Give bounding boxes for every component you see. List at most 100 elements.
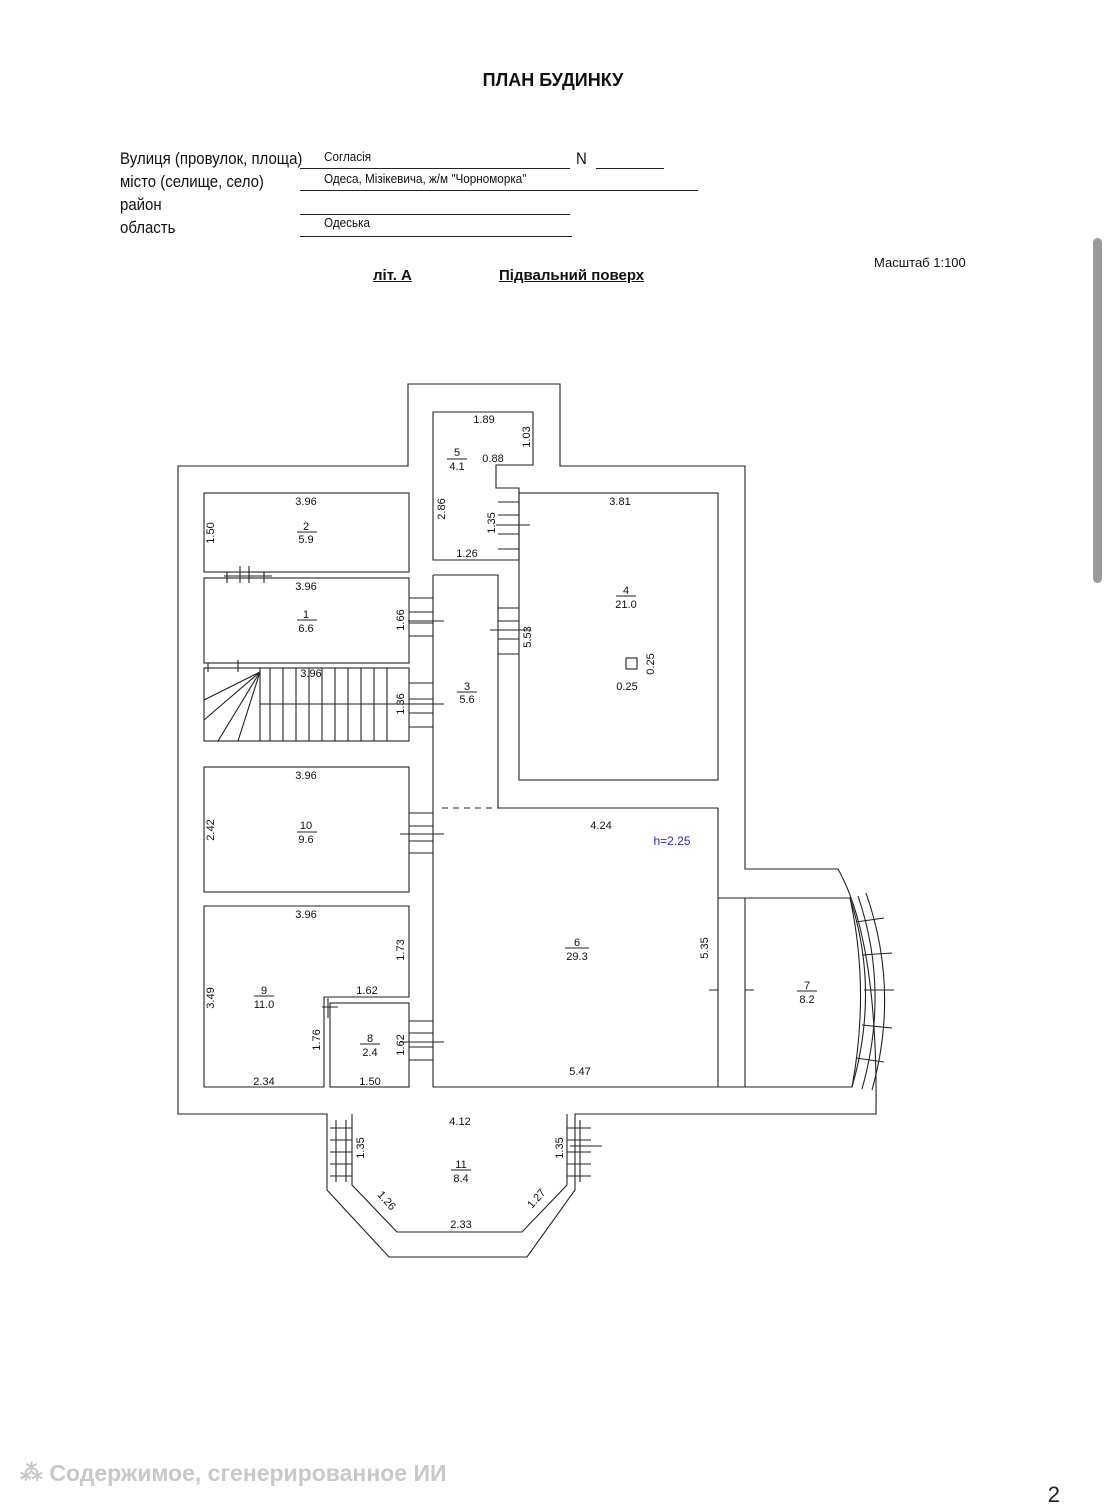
bay-window-tick-1	[855, 917, 885, 923]
room-10-number: 10	[300, 820, 312, 832]
floor-label: Підвальний поверх	[499, 267, 645, 284]
room-8-outline	[329, 1002, 410, 1088]
outer-wall	[177, 383, 877, 1258]
dim-r8-left: 1.76	[311, 1029, 323, 1050]
bay-window-arc-3	[865, 892, 886, 1091]
dim-r9-right: 1.73	[395, 939, 407, 960]
bay-window-tick-4	[861, 1024, 893, 1029]
dim-r5-top: 1.89	[473, 414, 494, 426]
dim-r5-bottom: 1.26	[456, 548, 477, 560]
room-2-area: 5.9	[298, 534, 313, 546]
dim-r5-inner: 0.88	[482, 453, 503, 465]
district-underline	[300, 214, 570, 215]
number-underline	[596, 168, 664, 169]
room-9-number: 9	[261, 985, 267, 997]
page-number: 2	[1047, 1482, 1060, 1507]
dim-r6-bottom: 5.47	[569, 1066, 590, 1078]
scrollbar[interactable]	[1093, 238, 1102, 583]
dim-r4-col-h: 0.25	[645, 653, 657, 674]
street-underline	[300, 168, 570, 169]
dim-r8-bottom: 1.50	[359, 1076, 380, 1088]
dim-r9-bottom: 2.34	[253, 1076, 274, 1088]
number-label: N	[576, 149, 587, 168]
dim-r4-top: 3.81	[609, 496, 630, 508]
room-2-outline	[203, 492, 410, 573]
room-11-outline	[351, 1114, 568, 1233]
room-7-outline	[744, 897, 862, 1088]
city-value: Одеса, Мізікевича, ж/м "Чорноморка"	[324, 171, 527, 186]
dim-r11-right: 1.35	[554, 1137, 566, 1158]
sparkle-icon: ⁂	[20, 1460, 43, 1486]
room-10-area: 9.6	[298, 834, 313, 846]
dim-r2-top: 3.96	[295, 496, 316, 508]
room-3-number: 3	[464, 681, 470, 693]
room-9-area: 11.0	[254, 999, 275, 1011]
dim-r6-top: 4.24	[590, 820, 611, 832]
document-title: ПЛАН БУДИНКУ	[482, 70, 624, 90]
dim-r10-top: 3.96	[295, 770, 316, 782]
dim-r2-left: 1.50	[205, 522, 217, 543]
ai-content-footer: ⁂ Содержимое, сгенерированное ИИ	[20, 1460, 447, 1487]
city-underline	[300, 190, 698, 191]
room-5-area: 4.1	[449, 461, 464, 473]
room-2-number: 2	[303, 521, 309, 533]
dim-r1-right: 1.66	[395, 609, 407, 630]
region-underline	[300, 236, 572, 237]
room-11-number: 11	[455, 1159, 466, 1171]
dim-r11-diag-left: 1.26	[375, 1189, 398, 1213]
dim-r5-mid: 1.35	[486, 512, 498, 533]
bay-window-arc-1	[849, 897, 867, 1088]
dim-stair-right: 1.36	[395, 693, 407, 714]
room-3-area: 5.6	[459, 694, 474, 706]
dim-r5-left: 2.86	[436, 498, 448, 519]
ai-content-text: Содержимое, сгенерированное ИИ	[49, 1460, 447, 1486]
room-5-outline	[432, 411, 534, 561]
street-label: Вулиця (провулок, площа)	[120, 149, 303, 168]
room-1-number: 1	[303, 609, 309, 621]
region-label: область	[120, 218, 176, 237]
bay-window-tick-2	[861, 952, 893, 956]
room-8-area: 2.4	[362, 1047, 377, 1059]
room-1-area: 6.6	[298, 623, 313, 635]
room-7-number: 7	[804, 980, 810, 992]
ceiling-height-note: h=2.25	[653, 834, 690, 848]
room-7-area: 8.2	[799, 994, 814, 1006]
room-9-outline	[203, 905, 410, 1088]
dim-r4-col-w: 0.25	[616, 681, 637, 693]
staircase	[203, 660, 409, 742]
bay-window-arc-2	[857, 895, 876, 1090]
dim-r9-mid: 1.62	[356, 985, 377, 997]
doors	[224, 501, 754, 1182]
column-square	[625, 657, 638, 670]
room-3-outline	[432, 574, 499, 808]
room-8-number: 8	[367, 1033, 373, 1045]
dim-r11-bottom: 2.33	[450, 1219, 471, 1231]
street-value: Согласія	[324, 149, 372, 164]
dim-r5-right: 1.03	[521, 426, 533, 447]
dim-r8-right: 1.62	[395, 1034, 407, 1055]
city-label: місто (селище, село)	[120, 172, 264, 191]
letter-label: літ. А	[373, 267, 412, 284]
dim-r4-left: 5.53	[522, 626, 534, 647]
room-4-number: 4	[623, 585, 629, 597]
dim-r11-left: 1.35	[355, 1137, 367, 1158]
bay-window-tick-5	[855, 1057, 885, 1063]
dim-r6-right: 5.35	[699, 937, 711, 958]
dim-r11-top: 4.12	[449, 1116, 470, 1128]
dim-r9-left: 3.49	[205, 987, 217, 1008]
area-fraction-lines	[254, 458, 817, 1171]
dim-r10-left: 2.42	[205, 819, 217, 840]
room-4-area: 21.0	[615, 599, 636, 611]
room-11-area: 8.4	[453, 1173, 468, 1185]
dim-r1-top: 3.96	[295, 581, 316, 593]
room-6-area: 29.3	[566, 951, 587, 963]
region-value: Одеська	[324, 215, 371, 230]
dim-stair-top: 3.96	[300, 668, 321, 680]
room-4-outline	[518, 492, 719, 781]
room-10-outline	[203, 766, 410, 893]
room-6-number: 6	[574, 937, 580, 949]
dim-r9-top: 3.96	[295, 909, 316, 921]
district-label: район	[120, 195, 162, 214]
room-5-number: 5	[454, 447, 460, 459]
